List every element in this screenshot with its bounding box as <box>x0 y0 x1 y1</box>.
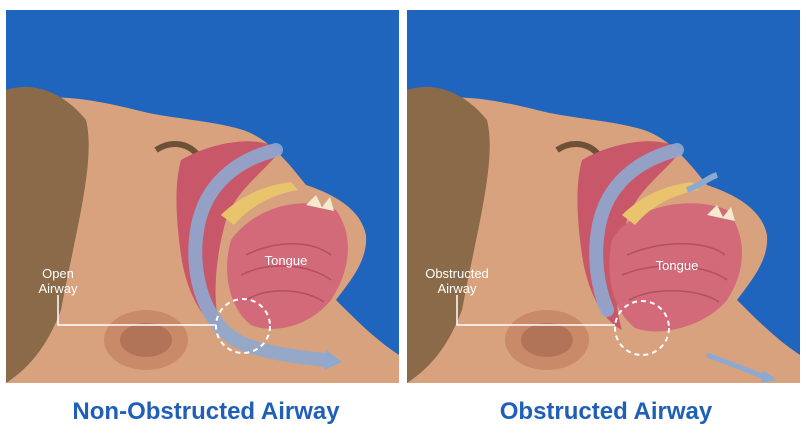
non-obstructed-panel: Open Airway Tongue <box>6 10 399 383</box>
obstructed-panel: Obstructed Airway Tongue <box>407 10 800 383</box>
obstructed-caption: Obstructed Airway <box>406 398 806 426</box>
obstructed-illustration <box>407 10 800 383</box>
open-airway-label: Open Airway <box>28 266 88 296</box>
non-obstructed-caption: Non-Obstructed Airway <box>6 398 406 426</box>
tongue-label: Tongue <box>256 253 316 268</box>
obstructed-airway-label: Obstructed Airway <box>412 266 502 296</box>
non-obstructed-illustration <box>6 10 399 383</box>
tongue-label: Tongue <box>647 258 707 273</box>
